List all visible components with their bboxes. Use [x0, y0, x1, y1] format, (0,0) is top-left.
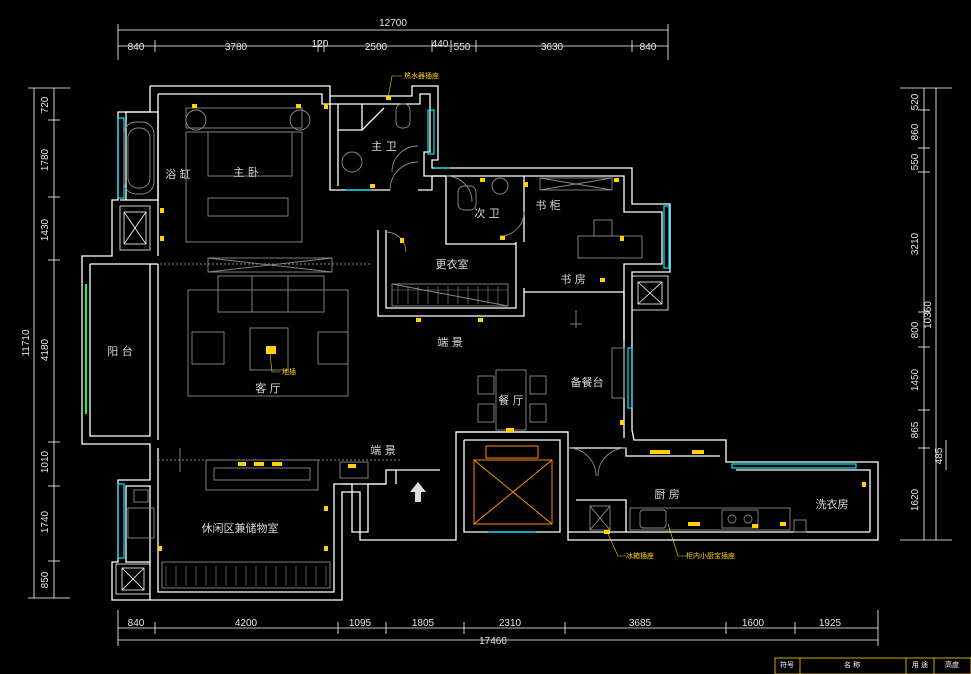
socket-markers [158, 96, 866, 551]
windows [117, 109, 857, 559]
right-dim-4: 800 [910, 321, 921, 338]
title-block-symbol: 符号 [780, 660, 794, 669]
sofa [217, 275, 325, 313]
dimension-labels: 12700 840 3780 120 2500 440 550 3630 840… [21, 18, 945, 647]
left-dim-0: 720 [40, 96, 51, 113]
label-leisure-storage: 休闲区兼储物室 [202, 521, 279, 535]
label-second-bath: 次 卫 [474, 206, 500, 220]
note-floor-socket: 地插 [282, 367, 296, 376]
top-total-dimension: 12700 [379, 18, 407, 29]
bottom-dim-1: 4200 [235, 618, 258, 629]
label-study: 书 房 [560, 273, 586, 286]
left-dimension-chain [28, 87, 70, 599]
label-kitchen: 厨 房 [654, 488, 680, 501]
label-dining-room: 餐 厅 [498, 393, 524, 407]
right-extra-dimension: 485 [934, 447, 945, 464]
right-dim-7: 1620 [910, 488, 921, 511]
left-total-dimension: 11710 [21, 329, 32, 357]
bottom-dim-5: 3685 [629, 618, 652, 629]
duct-shaft-icon [115, 205, 669, 595]
label-sideboard: 备餐台 [571, 375, 604, 389]
coffee-table [249, 327, 289, 371]
bottom-dim-0: 840 [128, 618, 145, 629]
right-dim-5: 1450 [910, 368, 921, 391]
right-total-dimension: 10360 [923, 301, 934, 329]
label-bathtub: 浴 缸 [165, 167, 191, 181]
bottom-dim-2: 1095 [349, 618, 372, 629]
label-master-bedroom: 主 卧 [233, 166, 259, 179]
top-dim-2: 120 [312, 39, 329, 50]
label-feature-wall-1: 端 景 [437, 336, 463, 349]
annotation-leaders [269, 75, 686, 557]
title-block: 符号 名 称 用 途 高度 [774, 657, 971, 674]
master-bed [185, 131, 303, 243]
left-dim-4: 1010 [40, 450, 51, 473]
title-block-purpose: 用 途 [912, 660, 928, 669]
note-fridge-socket: 冰箱插座 [626, 551, 654, 560]
left-dim-1: 1780 [40, 148, 51, 171]
label-feature-wall-2: 端 景 [370, 444, 396, 457]
socket-annotations: 热水器插座 冰箱插座 柜内小厨宝插座 地插 [282, 71, 735, 560]
bottom-dim-3: 1805 [412, 618, 435, 629]
room-labels: 主 卧 浴 缸 主 卫 次 卫 书 柜 更衣室 书 房 端 景 阳 台 客 厅 … [107, 140, 848, 535]
right-dim-2: 550 [910, 153, 921, 170]
top-dim-0: 840 [128, 42, 145, 53]
label-master-bath: 主 卫 [371, 140, 397, 153]
top-dim-6: 3630 [541, 42, 564, 53]
label-bookcase: 书 柜 [535, 199, 561, 212]
top-dim-1: 3780 [225, 42, 248, 53]
right-dim-3: 3210 [910, 232, 921, 255]
entrance-arrow-icon [410, 482, 426, 502]
bathtub-fixture [123, 121, 155, 195]
left-dim-3: 4180 [40, 338, 51, 361]
left-dim-5: 1740 [40, 510, 51, 533]
title-block-name: 名 称 [844, 660, 860, 669]
elevator-shaft-icon [473, 445, 553, 525]
top-dim-3: 2500 [365, 42, 388, 53]
note-water-heater-socket: 热水器插座 [404, 71, 439, 80]
left-dim-2: 1430 [40, 218, 51, 241]
top-dim-5: 550 [454, 42, 471, 53]
note-cabinet-socket: 柜内小厨宝插座 [686, 551, 735, 560]
bottom-total-dimension: 17460 [479, 636, 507, 647]
label-laundry: 洗衣房 [816, 497, 849, 511]
label-balcony: 阳 台 [107, 344, 133, 358]
top-dimension-chain [117, 24, 669, 60]
bottom-dim-7: 1925 [819, 618, 842, 629]
left-dim-6: 850 [40, 571, 51, 588]
bottom-dimension-chain [117, 610, 879, 646]
furniture [123, 103, 807, 589]
right-dim-0: 520 [910, 93, 921, 110]
title-block-height: 高度 [945, 660, 959, 669]
label-dressing-room: 更衣室 [436, 257, 469, 271]
top-dim-7: 840 [640, 42, 657, 53]
wardrobe-hatching [165, 286, 508, 586]
top-dim-4: 440 [432, 39, 449, 50]
right-dimension-chain [900, 87, 952, 541]
right-dim-1: 860 [910, 123, 921, 140]
right-dim-6: 865 [910, 421, 921, 438]
label-living-room: 客 厅 [255, 381, 281, 395]
bottom-dim-4: 2310 [499, 618, 522, 629]
bottom-dim-6: 1600 [742, 618, 765, 629]
